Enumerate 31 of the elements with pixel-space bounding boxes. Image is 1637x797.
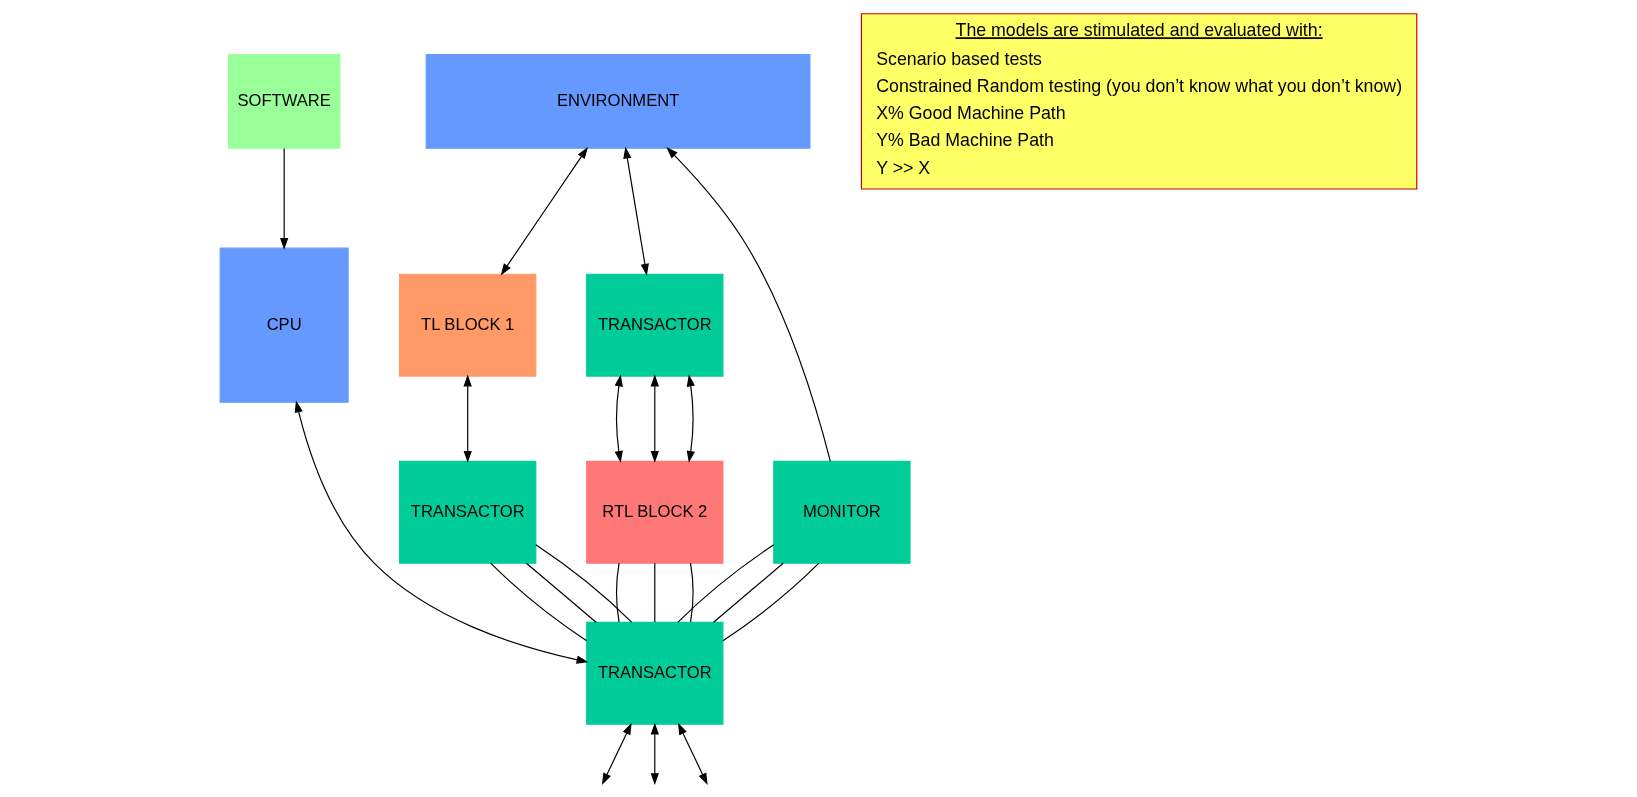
node-box: TRANSACTOR	[586, 621, 724, 725]
arrow	[280, 147, 289, 250]
arrow	[650, 722, 659, 785]
arrow	[463, 374, 472, 463]
node-box: CPU	[219, 247, 349, 403]
node-box: TRANSACTOR	[399, 460, 537, 564]
connector	[689, 562, 694, 623]
connector	[722, 562, 820, 641]
node-box: ENVIRONMENT	[425, 53, 811, 149]
connector	[535, 543, 633, 623]
node-box: TL BLOCK 1	[399, 273, 537, 377]
connector	[713, 562, 784, 623]
connector	[616, 562, 620, 623]
arrow	[601, 722, 632, 785]
arrow	[294, 400, 589, 664]
arrow	[614, 374, 623, 463]
node-box: SOFTWARE	[227, 53, 341, 149]
arrow	[623, 146, 649, 276]
node-box: The models are stimulated and evaluated with: Scenario based tests Constrained Random testing (you don’t know what you don’t know) X% Good Machine Path Y% Bad Machine Path Y >> X	[860, 12, 1418, 190]
connector	[677, 543, 775, 623]
node-box: MONITOR	[773, 460, 911, 564]
arrow	[686, 374, 695, 463]
arrow	[666, 146, 831, 462]
node-box: TRANSACTOR	[586, 273, 724, 377]
arrow	[677, 722, 708, 785]
connector	[525, 562, 597, 623]
arrow	[500, 146, 588, 275]
arrow	[650, 374, 659, 463]
connector	[654, 562, 656, 623]
connector	[490, 562, 588, 641]
node-box: RTL BLOCK 2	[586, 460, 724, 564]
